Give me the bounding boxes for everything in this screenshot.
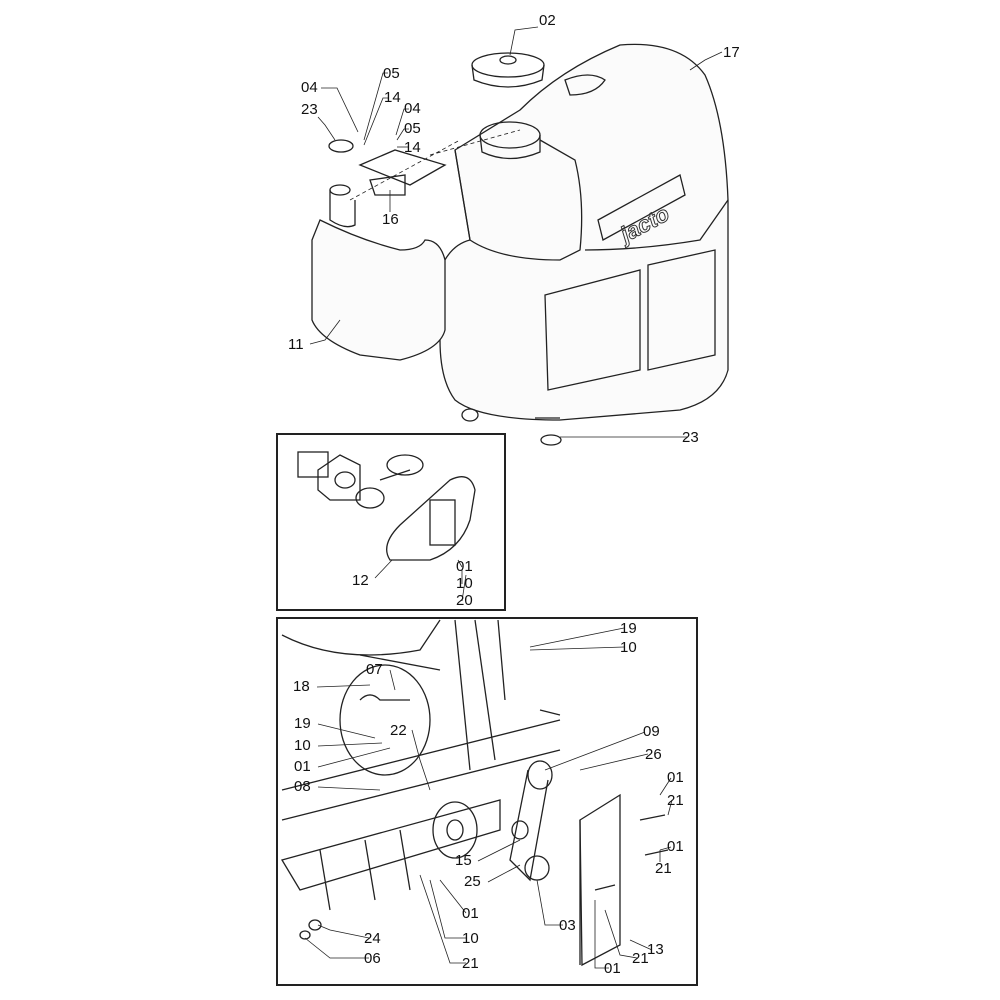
callout-21c: 21	[462, 955, 479, 972]
grommet-23-lower	[540, 434, 562, 446]
callout-04b: 04	[404, 100, 421, 117]
pulley	[432, 801, 478, 859]
callout-10: 10	[456, 575, 473, 592]
agitator-disc	[339, 664, 431, 776]
callout-08: 08	[294, 778, 311, 795]
callout-11: 11	[288, 336, 304, 353]
drive-detail-frame	[276, 617, 698, 986]
callout-04: 04	[301, 79, 318, 96]
callout-23: 23	[301, 101, 318, 118]
callout-21d: 21	[632, 950, 649, 967]
callout-02: 02	[539, 12, 556, 29]
callout-15: 15	[455, 852, 472, 869]
pump-detail-frame	[276, 433, 506, 611]
callout-14: 14	[384, 89, 401, 106]
callout-07: 07	[366, 661, 383, 678]
callout-10c: 10	[462, 930, 479, 947]
callout-05: 05	[383, 65, 400, 82]
callout-25: 25	[464, 873, 481, 890]
callout-26: 26	[645, 746, 662, 763]
pulley-09	[527, 760, 553, 790]
callout-19b: 19	[294, 715, 311, 732]
grommet-23	[328, 139, 354, 153]
callout-01e: 01	[604, 960, 621, 977]
callout-03: 03	[559, 917, 576, 934]
callout-22: 22	[390, 722, 407, 739]
callout-21b: 21	[655, 860, 672, 877]
leader-lines	[304, 26, 723, 969]
belt-cover-13	[579, 793, 621, 967]
callout-01b: 01	[667, 769, 684, 786]
main-tank-17: jacto	[439, 43, 729, 422]
callout-09: 09	[643, 723, 660, 740]
callout-01: 01	[294, 758, 311, 775]
callout-13: 13	[647, 941, 664, 958]
pump-assembly	[297, 451, 476, 561]
callout-24: 24	[364, 930, 381, 947]
callout-21: 21	[667, 792, 684, 809]
callout-18: 18	[293, 678, 310, 695]
brand-logo-plate	[597, 174, 686, 241]
belt-guard-12	[386, 476, 476, 561]
callout-12: 12	[352, 572, 369, 589]
callout-10: 10	[620, 639, 637, 656]
callout-17: 17	[723, 44, 740, 61]
callout-10b: 10	[294, 737, 311, 754]
bracket-16	[358, 149, 447, 186]
callout-16: 16	[382, 211, 399, 228]
callout-01d: 01	[462, 905, 479, 922]
callout-06: 06	[364, 950, 381, 967]
drive-assembly	[281, 619, 669, 967]
callout-14b: 14	[404, 139, 421, 156]
callout-01: 01	[456, 558, 473, 575]
callout-23b: 23	[682, 429, 699, 446]
tank-lid-02	[471, 52, 545, 88]
auxiliary-tank-11	[311, 184, 446, 361]
callout-20: 20	[456, 592, 473, 609]
callout-01c: 01	[667, 838, 684, 855]
callout-05b: 05	[404, 120, 421, 137]
callout-19: 19	[620, 620, 637, 637]
